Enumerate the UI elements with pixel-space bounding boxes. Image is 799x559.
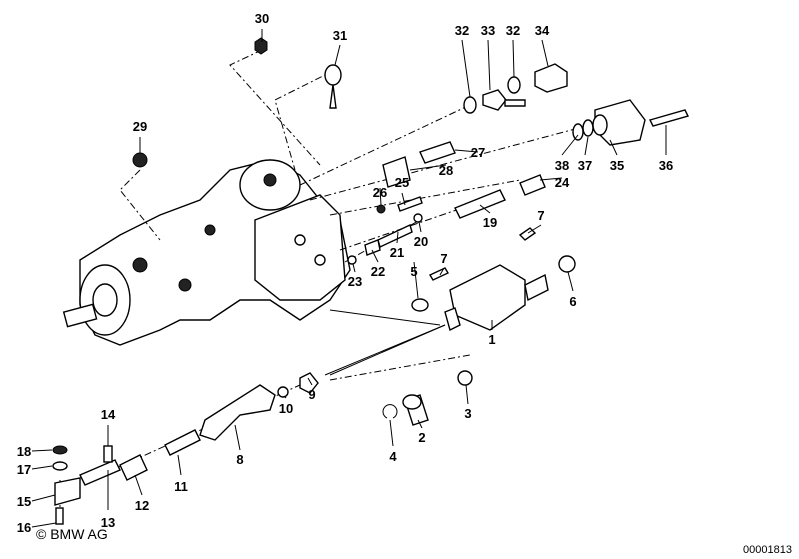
- actuator: [329, 255, 576, 376]
- copyright-text: © BMW AG: [36, 526, 108, 542]
- callout-6: 6: [569, 294, 576, 309]
- callout-21: 21: [390, 245, 404, 260]
- callout-31: 31: [333, 28, 347, 43]
- small-parts: [132, 37, 690, 312]
- callout-36: 36: [659, 158, 673, 173]
- callout-29: 29: [133, 119, 147, 134]
- callout-13: 13: [101, 515, 115, 530]
- callout-32: 32: [455, 23, 469, 38]
- callout-7: 7: [537, 208, 544, 223]
- callout-19: 19: [483, 215, 497, 230]
- callout-25: 25: [395, 175, 409, 190]
- callout-38: 38: [555, 158, 569, 173]
- reference-number: 00001813: [743, 544, 792, 556]
- callout-33: 33: [481, 23, 495, 38]
- callout-7b: 7: [440, 251, 447, 266]
- callout-14: 14: [101, 407, 116, 422]
- callout-37: 37: [578, 158, 592, 173]
- linkage-parts: [52, 370, 473, 525]
- callout-17: 17: [17, 462, 31, 477]
- callout-12: 12: [135, 498, 149, 513]
- callout-5: 5: [410, 264, 417, 279]
- callout-27: 27: [471, 145, 485, 160]
- callout-30: 30: [255, 11, 269, 26]
- callout-10: 10: [279, 401, 293, 416]
- callout-9: 9: [308, 387, 315, 402]
- callout-28: 28: [439, 163, 453, 178]
- callout-22: 22: [371, 264, 385, 279]
- callout-11: 11: [174, 479, 188, 494]
- callout-35: 35: [610, 158, 624, 173]
- callout-labels: 30 31 32 33 32 34 29 27 28 26 25 24 38 3…: [17, 11, 673, 535]
- callout-18: 18: [17, 444, 31, 459]
- callout-23: 23: [348, 274, 362, 289]
- callout-20: 20: [414, 234, 428, 249]
- injection-pump-body: [62, 159, 351, 346]
- callout-1: 1: [488, 332, 495, 347]
- callout-2: 2: [418, 430, 425, 445]
- callout-pointers: [31, 29, 667, 528]
- callout-24: 24: [555, 175, 570, 190]
- callout-3: 3: [464, 406, 471, 421]
- callout-8: 8: [236, 452, 243, 467]
- callout-15: 15: [17, 494, 31, 509]
- callout-16: 16: [17, 520, 31, 535]
- callout-4: 4: [389, 449, 397, 464]
- callout-34: 34: [535, 23, 550, 38]
- callout-32b: 32: [506, 23, 520, 38]
